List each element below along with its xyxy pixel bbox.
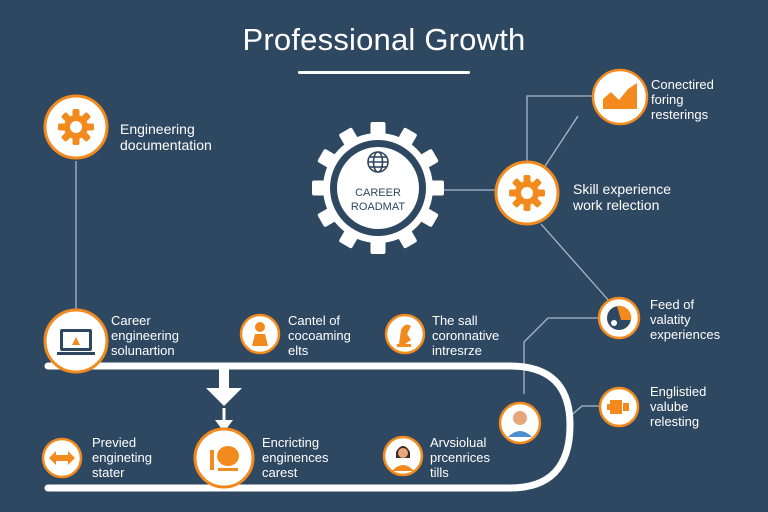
globe-icon (607, 305, 632, 330)
globe-icon (367, 151, 389, 173)
avatar-icon (508, 411, 532, 437)
flow-track-lower (44, 421, 574, 492)
laptop-icon (57, 329, 95, 355)
woman-icon (392, 446, 414, 471)
node-the-sall (384, 313, 426, 355)
node-encricting (193, 427, 255, 489)
connector-to-feed (540, 223, 611, 303)
connector-feed-down (523, 317, 603, 394)
gear-text-line2: ROADMAT (351, 201, 405, 213)
chart-icon (603, 83, 637, 109)
connector-to-top-right (526, 95, 594, 162)
node-engineering-documentation (43, 94, 109, 160)
title-underline (298, 71, 470, 74)
node-feed-of-valatity (597, 296, 641, 340)
gear-icon (58, 109, 94, 145)
flow-track (44, 362, 574, 492)
node-arvsiolual (382, 435, 424, 477)
node-englistied (598, 386, 640, 428)
flow-track-upper (44, 362, 574, 429)
node-cantel-of (239, 313, 281, 355)
brain-icon (210, 446, 239, 471)
node-skill-experience (494, 160, 560, 226)
arrows-icon (49, 451, 75, 465)
node-person-avatar (498, 401, 542, 445)
person-icon (252, 322, 268, 346)
page-title: Professional Growth (242, 22, 526, 57)
node-previed (41, 437, 83, 479)
hand-icon (397, 324, 411, 347)
node-career-engineering (43, 308, 109, 374)
career-roadmap-gear: CAREER ROADMAT (312, 122, 444, 254)
tools-icon (607, 400, 629, 414)
gear-text-line1: CAREER (355, 187, 401, 199)
connector-englistied (567, 405, 603, 419)
down-arrow-icon (206, 368, 242, 432)
node-conectired (591, 68, 649, 126)
